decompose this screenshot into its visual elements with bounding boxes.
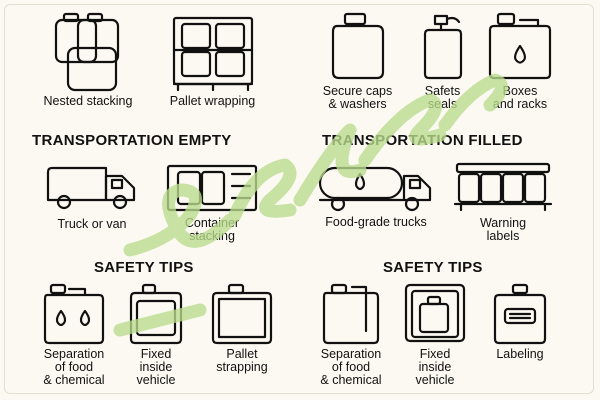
seal-bottle-icon — [423, 14, 462, 80]
item-nested-stacking: Nested stacking — [28, 10, 148, 108]
food-trucks-label: Food-grade trucks — [325, 215, 427, 229]
boxes-racks-label: Boxes and racks — [492, 84, 548, 111]
tanker-truck-icon — [318, 166, 432, 212]
item-pallet-strapping: Pallet strapping — [198, 283, 286, 374]
safety-seals-label: Safets seals — [424, 84, 461, 111]
truck-bed-barrels-icon — [453, 162, 553, 212]
secure-caps-label: Secure caps & washers — [322, 84, 393, 111]
labeling-label: Labeling — [496, 347, 544, 361]
item-separation-left: Separation of food & chemical — [28, 283, 120, 387]
truck-van-label: Truck or van — [57, 217, 127, 231]
container-stacking-label: Container stacking — [184, 216, 240, 243]
item-fixed-inside-left: Fixed inside vehicle — [124, 283, 188, 387]
separation-right-label: Separation of food & chemical — [320, 347, 382, 387]
item-container-stacking: Container stacking — [162, 162, 262, 243]
pallet-wrapping-label: Pallet wrapping — [169, 94, 256, 108]
item-fixed-inside-right: Fixed inside vehicle — [400, 283, 470, 387]
page-frame — [4, 4, 594, 394]
item-warning-labels: Warning labels — [448, 160, 558, 243]
nested-stacking-icon — [54, 12, 120, 92]
van-icon — [46, 166, 136, 210]
fixed-inside-right-label: Fixed inside vehicle — [415, 347, 455, 387]
heading-safety-tips-right: SAFETY TIPS — [383, 259, 483, 276]
separation-left-label: Separation of food & chemical — [43, 347, 105, 387]
pallet-strapping-label: Pallet strapping — [216, 347, 268, 374]
item-boxes-racks: Boxes and racks — [478, 10, 562, 111]
jerrycan-cap-icon — [331, 12, 384, 80]
item-safety-seals: Safets seals — [410, 10, 475, 111]
item-truck-van: Truck or van — [38, 162, 146, 231]
fixed-inside-left-label: Fixed inside vehicle — [136, 347, 176, 387]
stacked-containers-icon — [166, 164, 258, 212]
fixed-container-icon — [129, 283, 183, 345]
pallet-wrapping-icon — [172, 16, 253, 92]
jerrycan-spout-icon — [322, 283, 380, 345]
heading-transport-filled: TRANSPORTATION FILLED — [322, 132, 523, 149]
heading-transport-empty: TRANSPORTATION EMPTY — [32, 132, 232, 149]
strapped-container-icon — [211, 283, 273, 345]
item-labeling: Labeling — [482, 283, 558, 361]
item-pallet-wrapping: Pallet wrapping — [155, 10, 270, 108]
item-food-trucks: Food-grade trucks — [312, 160, 440, 229]
warning-labels-label: Warning labels — [479, 216, 527, 243]
labeled-container-icon — [493, 283, 547, 345]
chemical-jug-icon — [488, 12, 552, 80]
nested-stacking-label: Nested stacking — [43, 94, 133, 108]
item-secure-caps: Secure caps & washers — [305, 10, 410, 111]
jerrycan-drops-icon — [43, 283, 105, 345]
vehicle-secured-container-icon — [404, 283, 466, 343]
item-separation-right: Separation of food & chemical — [305, 283, 397, 387]
heading-safety-tips-left: SAFETY TIPS — [94, 259, 194, 276]
